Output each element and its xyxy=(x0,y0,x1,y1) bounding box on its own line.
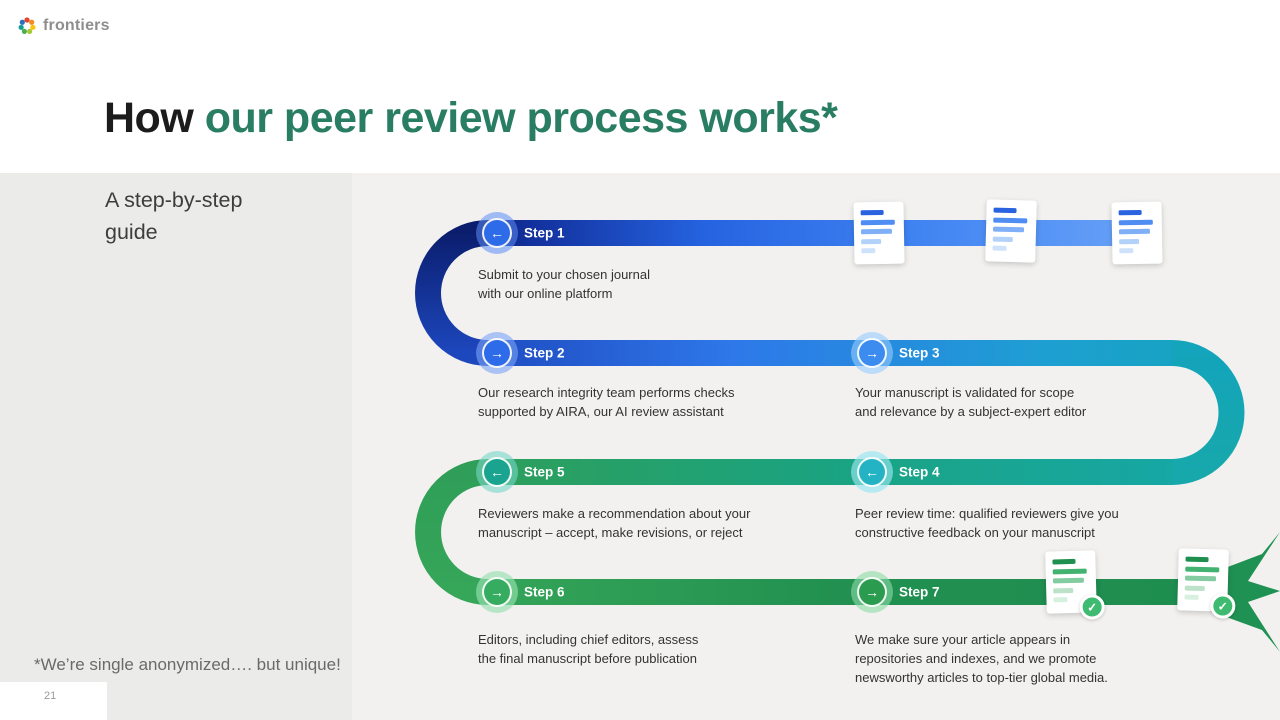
top-band xyxy=(0,0,1280,173)
arrow-right-icon: → xyxy=(865,584,879,600)
title-highlight: our peer review process works* xyxy=(204,94,838,142)
step-4-description: Peer review time: qualified reviewers gi… xyxy=(855,506,1119,540)
step-2-description: Our research integrity team performs che… xyxy=(478,385,735,419)
flow-curve-left-1 xyxy=(415,220,489,366)
flow-curve-right xyxy=(1171,340,1245,485)
step-3-label: Step 3 xyxy=(899,345,940,361)
step-3-description: Your manuscript is validated for scope a… xyxy=(855,385,1087,419)
logo-bloom-icon xyxy=(18,17,36,35)
step-5-description: Reviewers make a recommendation about yo… xyxy=(478,506,751,540)
approved-document-icon: ✓ xyxy=(1177,548,1236,619)
arrow-right-icon: → xyxy=(490,584,504,600)
arrow-left-icon: ← xyxy=(490,225,504,241)
flow-curve-left-2 xyxy=(415,459,489,605)
page-number-box: 21 xyxy=(0,682,107,720)
step-2-label: Step 2 xyxy=(524,345,565,361)
step-5-badge: ← xyxy=(476,451,518,493)
step-4-badge: ← xyxy=(851,451,893,493)
step-6-badge: → xyxy=(476,571,518,613)
document-icon xyxy=(985,199,1037,263)
document-icon xyxy=(853,201,905,265)
document-icon xyxy=(1111,201,1163,265)
step-6-description: Editors, including chief editors, assess… xyxy=(478,632,699,666)
step-5-label: Step 5 xyxy=(524,464,565,480)
step-2-badge: → xyxy=(476,332,518,374)
step-7-label: Step 7 xyxy=(899,584,940,600)
step-3-badge: → xyxy=(851,332,893,374)
step-4-label: Step 4 xyxy=(899,464,940,480)
title-prefix: How xyxy=(104,94,205,142)
left-panel xyxy=(0,173,352,720)
step-1-label: Step 1 xyxy=(524,225,565,241)
arrow-left-icon: ← xyxy=(865,464,879,480)
frontiers-logo: frontiers xyxy=(16,15,110,37)
step-1-badge: ← xyxy=(476,212,518,254)
step-1-description: Submit to your chosen journal with our o… xyxy=(478,267,650,301)
approved-document-icon: ✓ xyxy=(1045,550,1105,620)
flow-end-fishtail xyxy=(1196,532,1280,652)
logo-text: frontiers xyxy=(43,17,110,34)
step-7-description: We make sure your article appears in rep… xyxy=(855,632,1108,685)
footnote: *We’re single anonymized…. but unique! xyxy=(34,655,341,674)
arrow-left-icon: ← xyxy=(490,464,504,480)
arrow-right-icon: → xyxy=(865,345,879,361)
step-7-badge: → xyxy=(851,571,893,613)
step-6-label: Step 6 xyxy=(524,584,565,600)
arrow-right-icon: → xyxy=(490,345,504,361)
page-number: 21 xyxy=(44,690,57,702)
subtitle: A step-by-step guide xyxy=(105,188,243,245)
page-title: How our peer review process works* xyxy=(104,94,838,143)
